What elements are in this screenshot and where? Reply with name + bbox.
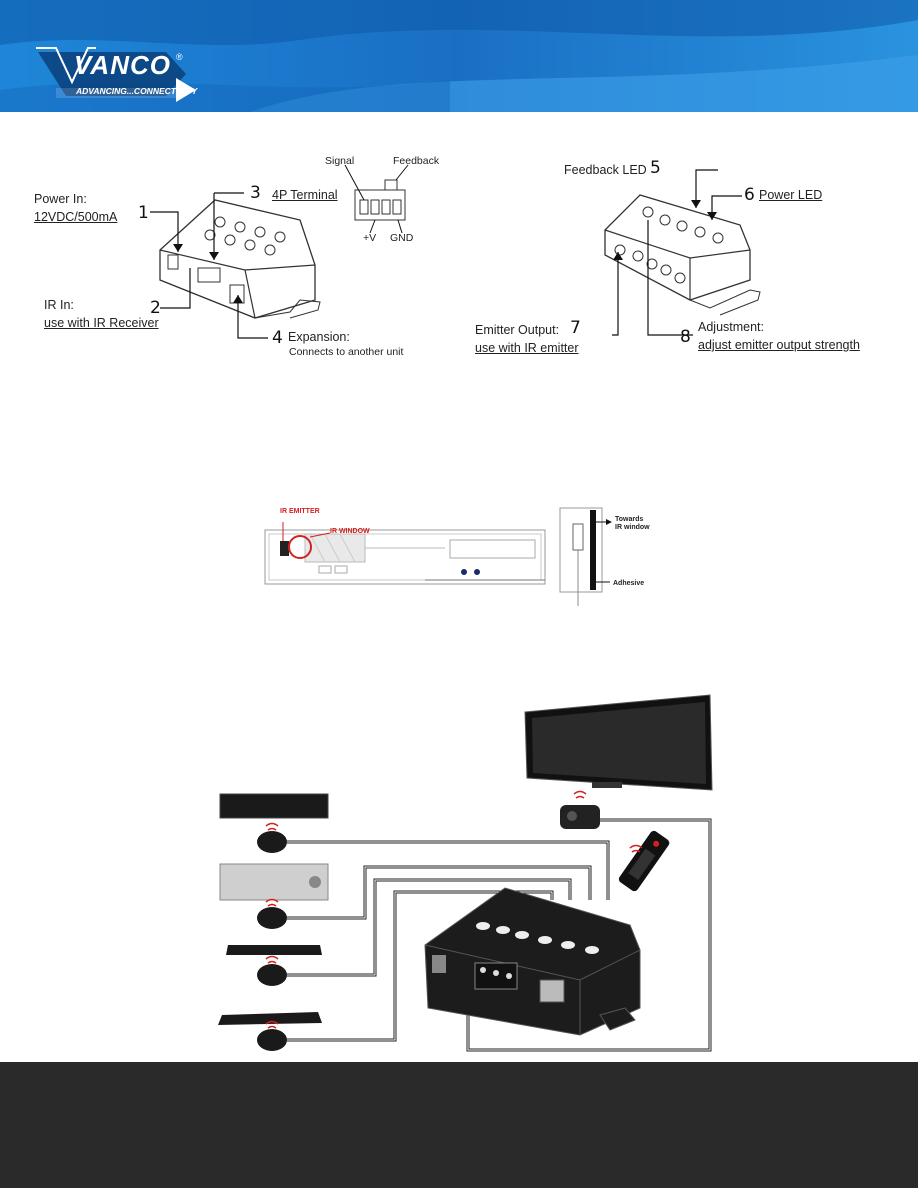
ir-emitter-label: IR EMITTER	[280, 508, 320, 515]
emitter-output-desc: use with IR emitter	[475, 341, 579, 355]
tv-icon	[524, 694, 713, 791]
logo-tagline: ADVANCING...CONNECTIVITY	[76, 86, 198, 96]
expansion-desc: Connects to another unit	[289, 346, 404, 358]
logo-text: VANCO	[74, 50, 171, 80]
signal-label: Signal	[325, 155, 355, 167]
logo-registered-mark: ®	[176, 52, 183, 62]
callout-number-7: 7	[570, 318, 581, 338]
footer-bar	[0, 1062, 918, 1188]
logo-arrow-icon	[36, 47, 196, 102]
ir-window-direction-label: IR window	[615, 524, 650, 531]
left-device-drawing	[150, 164, 409, 339]
ir-hub-icon	[424, 887, 641, 1036]
feedback-led-label: Feedback LED	[564, 163, 647, 177]
gnd-label: GND	[390, 232, 414, 244]
right-device-drawing	[604, 169, 761, 336]
ir-in-desc: use with IR Receiver	[44, 316, 159, 330]
adjustment-label: Adjustment:	[698, 320, 765, 334]
remote-icon	[618, 830, 670, 892]
callout-number-8: 8	[680, 327, 691, 347]
callout-number-1: 1	[138, 203, 149, 223]
power-in-label: Power In:	[34, 192, 87, 206]
callout-number-6: 6	[744, 185, 755, 205]
emitter-placement-drawing	[264, 507, 612, 606]
callout-number-5: 5	[650, 158, 661, 178]
callout-number-3: 3	[250, 183, 261, 203]
terminal-label: 4P Terminal	[272, 188, 338, 202]
right-hardware-diagram: Feedback LED 5 6 Power LED Emitter Outpu…	[460, 140, 918, 370]
power-led-label: Power LED	[759, 188, 823, 202]
ir-window-label: IR WINDOW	[330, 528, 370, 535]
adjustment-desc: adjust emitter output strength	[698, 338, 860, 352]
connection-drawing	[218, 694, 713, 1052]
system-connection-diagram	[200, 690, 730, 1060]
power-in-spec: 12VDC/500mA	[34, 210, 118, 224]
left-hardware-diagram: Power In: 12VDC/500mA 1 2 3 4 IR In: use…	[0, 140, 460, 370]
expansion-label: Expansion:	[288, 330, 350, 344]
callout-number-4: 4	[272, 328, 283, 348]
emitter-placement-diagram: IR EMITTER IR WINDOW Towards IR window A…	[255, 500, 665, 610]
emitter-output-label: Emitter Output:	[475, 323, 560, 337]
plus-v-label: +V	[363, 232, 377, 244]
towards-label: Towards	[615, 516, 644, 523]
callout-number-2: 2	[150, 298, 161, 318]
header-banner: VANCO ® ADVANCING...CONNECTIVITY	[0, 0, 918, 112]
adhesive-label: Adhesive	[613, 580, 645, 587]
vanco-logo: VANCO ® ADVANCING...CONNECTIVITY	[36, 44, 206, 111]
feedback-label: Feedback	[393, 155, 440, 167]
ir-in-label: IR In:	[44, 298, 74, 312]
